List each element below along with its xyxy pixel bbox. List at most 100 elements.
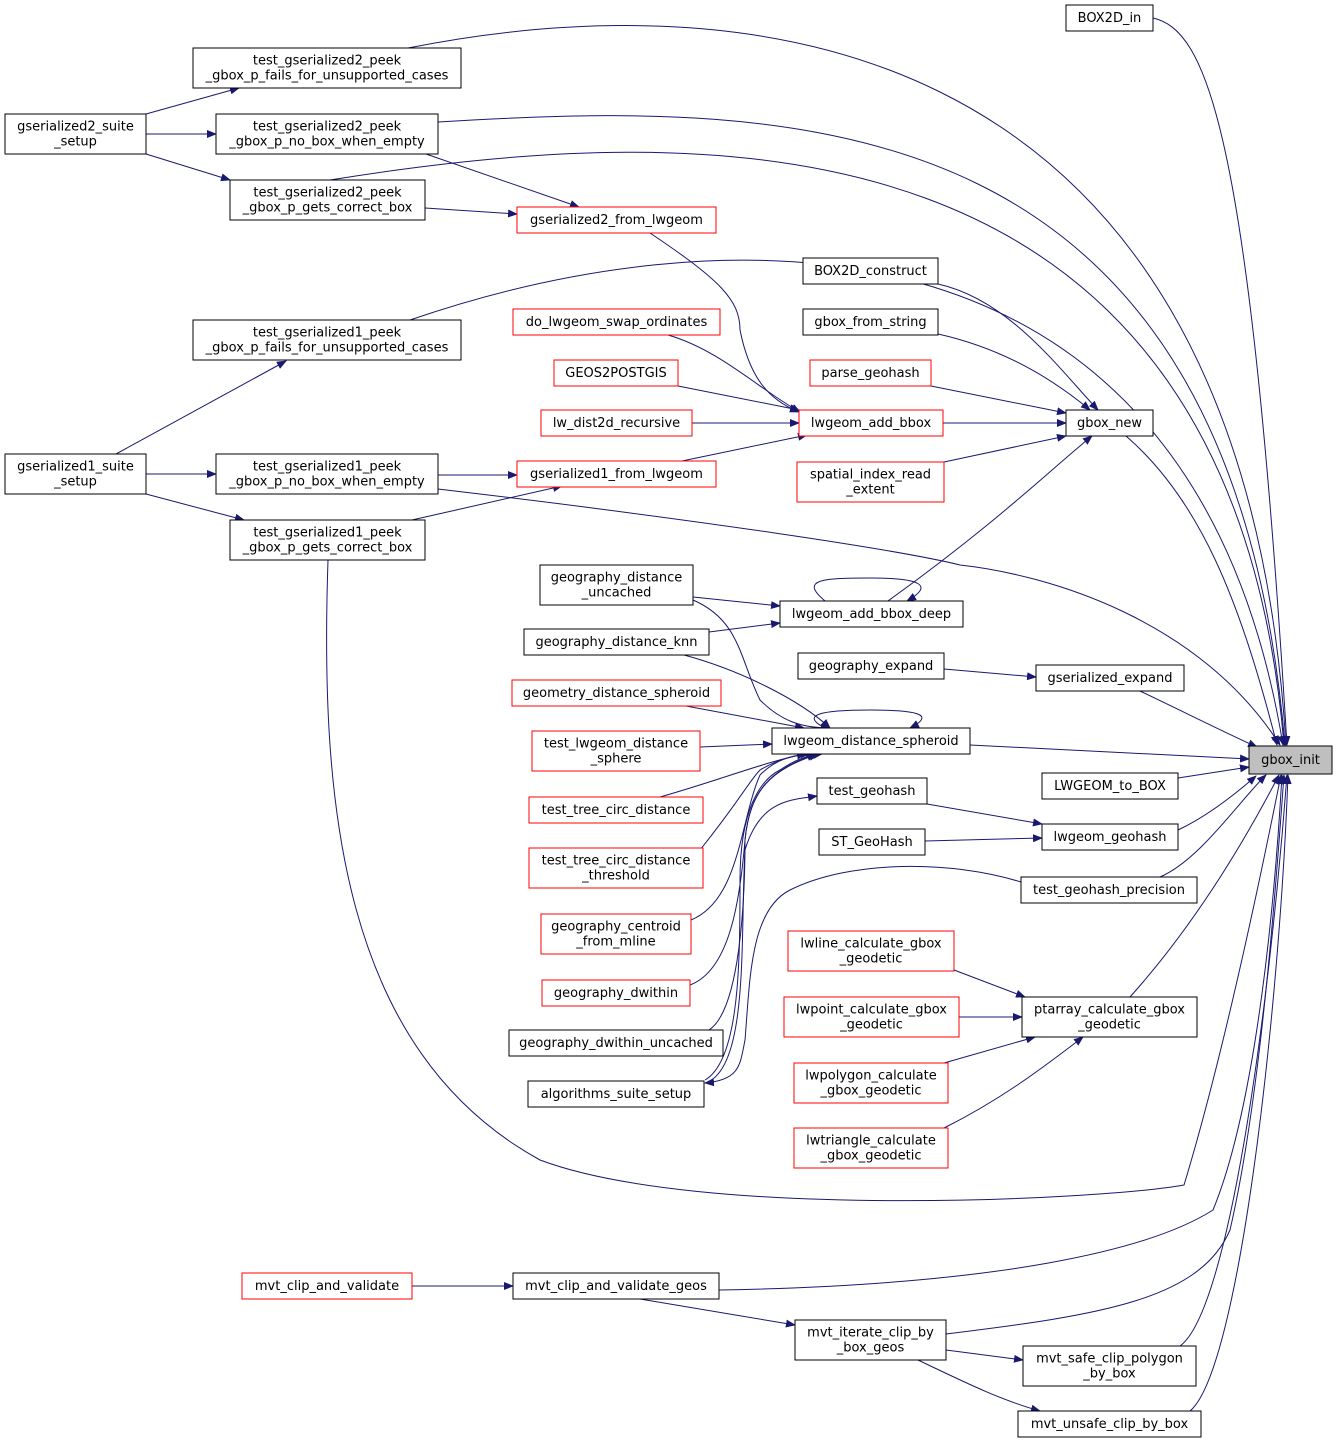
node-label: do_lwgeom_swap_ordinates xyxy=(526,315,708,330)
node-mvt-iterate[interactable]: mvt_iterate_clip_by_box_geos xyxy=(794,1319,947,1361)
node-do-lwgeom-swap[interactable]: do_lwgeom_swap_ordinates xyxy=(512,308,721,336)
node-label: _gbox_p_no_box_when_empty xyxy=(228,475,425,490)
node-box xyxy=(4,453,147,495)
node-ST-GeoHash[interactable]: ST_GeoHash xyxy=(818,828,926,856)
edge-algo-geohash xyxy=(704,793,818,1084)
node-gbox-from-string[interactable]: gbox_from_string xyxy=(802,308,939,336)
node-parse-geohash[interactable]: parse_geohash xyxy=(809,359,932,387)
edge-t-sphere-sph xyxy=(699,740,773,749)
node-box xyxy=(192,47,462,89)
node-box xyxy=(1020,876,1198,904)
edge-geohash-prec-init xyxy=(1159,774,1267,878)
node-algorithms-suite[interactable]: algorithms_suite_setup xyxy=(527,1080,705,1108)
node-mvt-unsafe[interactable]: mvt_unsafe_clip_by_box xyxy=(1017,1410,1202,1438)
node-box xyxy=(802,257,939,285)
edge-lwline-ptarray xyxy=(953,969,1026,998)
edge-mvt-geos-iterate xyxy=(639,1298,796,1328)
node-BOX2D-construct[interactable]: BOX2D_construct xyxy=(802,257,939,285)
node-label: _geodetic xyxy=(839,1018,903,1033)
node-lwtriangle-calc[interactable]: lwtriangle_calculate_gbox_geodetic xyxy=(793,1127,949,1169)
node-box xyxy=(541,979,691,1007)
node-t-tree-circ-thr[interactable]: test_tree_circ_distance_threshold xyxy=(528,847,704,889)
node-gs1-suite[interactable]: gserialized1_suite_setup xyxy=(4,453,147,495)
node-label: _geodetic xyxy=(1077,1018,1141,1033)
node-geog-expand[interactable]: geography_expand xyxy=(797,652,945,680)
node-GEOS2POSTGIS[interactable]: GEOS2POSTGIS xyxy=(553,359,679,387)
edge-lwpolygon-ptarray xyxy=(943,1035,1036,1064)
edge-gs2-from-bbox xyxy=(649,232,800,413)
node-t-gs1-nobox[interactable]: test_gserialized1_peek_gbox_p_no_box_whe… xyxy=(215,453,439,495)
node-box xyxy=(192,319,462,361)
node-box xyxy=(539,564,694,606)
node-gs2-suite[interactable]: gserialized2_suite_setup xyxy=(4,113,147,155)
node-t-tree-circ[interactable]: test_tree_circ_distance xyxy=(528,796,704,824)
node-t-gs2-fails[interactable]: test_gserialized2_peek_gbox_p_fails_for_… xyxy=(192,47,462,89)
node-spatial-index[interactable]: spatial_index_read_extent xyxy=(796,461,945,503)
node-box xyxy=(540,409,693,437)
node-geog-centroid[interactable]: geography_centroid_from_mline xyxy=(540,913,692,955)
edge-gs-expand-init xyxy=(1139,690,1258,748)
node-gbox-new[interactable]: gbox_new xyxy=(1065,409,1154,437)
node-t-lwgeom-dist-sphere[interactable]: test_lwgeom_distance_sphere xyxy=(531,730,701,772)
node-geog-dist-knn[interactable]: geography_distance_knn xyxy=(523,628,710,656)
node-t-gs2-nobox[interactable]: test_gserialized2_peek_gbox_p_no_box_whe… xyxy=(215,113,439,155)
node-geog-dwithin[interactable]: geography_dwithin xyxy=(541,979,691,1007)
edge-gs2-suite-correct xyxy=(145,153,231,182)
edge-deep-gbox-new xyxy=(887,435,1093,602)
node-t-gs1-fails[interactable]: test_gserialized1_peek_gbox_p_fails_for_… xyxy=(192,319,462,361)
node-box xyxy=(215,453,439,495)
node-label: GEOS2POSTGIS xyxy=(565,366,666,381)
node-label: lwpoint_calculate_gbox xyxy=(796,1003,947,1018)
node-label: _setup xyxy=(53,135,97,150)
node-gs-expand[interactable]: gserialized_expand xyxy=(1035,664,1185,692)
node-lwgeom-dist-spheroid[interactable]: lwgeom_distance_spheroid xyxy=(771,727,971,755)
node-geog-dist-uncached[interactable]: geography_distance_uncached xyxy=(539,564,694,606)
node-label: geography_centroid xyxy=(551,920,681,935)
node-geom-dist-spheroid[interactable]: geometry_distance_spheroid xyxy=(511,679,722,707)
node-box xyxy=(816,777,928,805)
node-label: gserialized2_suite xyxy=(17,120,134,135)
node-LWGEOM-to-BOX[interactable]: LWGEOM_to_BOX xyxy=(1041,772,1179,800)
node-mvt-safe[interactable]: mvt_safe_clip_polygon_by_box xyxy=(1022,1345,1197,1387)
node-lwpoint-calc[interactable]: lwpoint_calculate_gbox_geodetic xyxy=(783,996,960,1038)
node-label: test_gserialized2_peek xyxy=(253,120,402,135)
node-lw-dist2d-recursive[interactable]: lw_dist2d_recursive xyxy=(540,409,693,437)
node-label: parse_geohash xyxy=(821,366,919,381)
node-label: _gbox_p_gets_correct_box xyxy=(242,541,413,556)
node-label: test_gserialized2_peek xyxy=(253,186,402,201)
node-t-geohash-prec[interactable]: test_geohash_precision xyxy=(1020,876,1198,904)
node-ptarray-calc[interactable]: ptarray_calculate_gbox_geodetic xyxy=(1021,996,1198,1038)
edge-parse-geohash xyxy=(930,385,1067,416)
node-gs2-from-lwgeom[interactable]: gserialized2_from_lwgeom xyxy=(516,206,717,234)
node-mvt-clip-validate[interactable]: mvt_clip_and_validate xyxy=(241,1272,413,1300)
edge-gs1-suite-fails xyxy=(115,360,287,455)
node-lwgeom-add-bbox[interactable]: lwgeom_add_bbox xyxy=(798,409,944,437)
edge-gbox-new-init xyxy=(1125,435,1279,746)
node-geog-dwithin-unc[interactable]: geography_dwithin_uncached xyxy=(508,1029,724,1057)
node-box xyxy=(553,359,679,387)
node-BOX2D-in[interactable]: BOX2D_in xyxy=(1065,4,1154,32)
node-lwpolygon-calc[interactable]: lwpolygon_calculate_gbox_geodetic xyxy=(793,1062,949,1104)
nodes-layer: gbox_initBOX2D_intest_gserialized2_peek_… xyxy=(4,4,1333,1438)
node-t-gs1-correct[interactable]: test_gserialized1_peek_gbox_p_gets_corre… xyxy=(229,519,426,561)
node-box xyxy=(523,628,710,656)
edge-mvt-iterate-unsafe xyxy=(917,1359,1041,1413)
node-gs1-from-lwgeom[interactable]: gserialized1_from_lwgeom xyxy=(516,460,717,488)
node-label: lwline_calculate_gbox xyxy=(800,937,942,952)
node-mvt-clip-validate-geos[interactable]: mvt_clip_and_validate_geos xyxy=(512,1272,720,1300)
edge-t-gs1-correct-from xyxy=(411,484,563,521)
edge-geohash-init xyxy=(1177,775,1257,831)
node-lwline-calc[interactable]: lwline_calculate_gbox_geodetic xyxy=(787,930,955,972)
node-box xyxy=(4,113,147,155)
node-test-geohash[interactable]: test_geohash xyxy=(816,777,928,805)
edge-lwgeom-to-box xyxy=(1177,764,1250,779)
node-t-gs2-correct[interactable]: test_gserialized2_peek_gbox_p_gets_corre… xyxy=(229,179,426,221)
node-lwgeom-add-bbox-deep[interactable]: lwgeom_add_bbox_deep xyxy=(779,600,964,628)
node-label: test_gserialized1_peek xyxy=(253,460,402,475)
node-lwgeom-geohash[interactable]: lwgeom_geohash xyxy=(1041,823,1179,851)
node-label: test_gserialized1_peek xyxy=(253,526,402,541)
node-gbox-init[interactable]: gbox_init xyxy=(1248,745,1333,775)
edge-sph-self xyxy=(813,709,923,729)
node-label: _box_geos xyxy=(836,1341,905,1356)
edge-mvt-geos-init xyxy=(718,774,1286,1291)
